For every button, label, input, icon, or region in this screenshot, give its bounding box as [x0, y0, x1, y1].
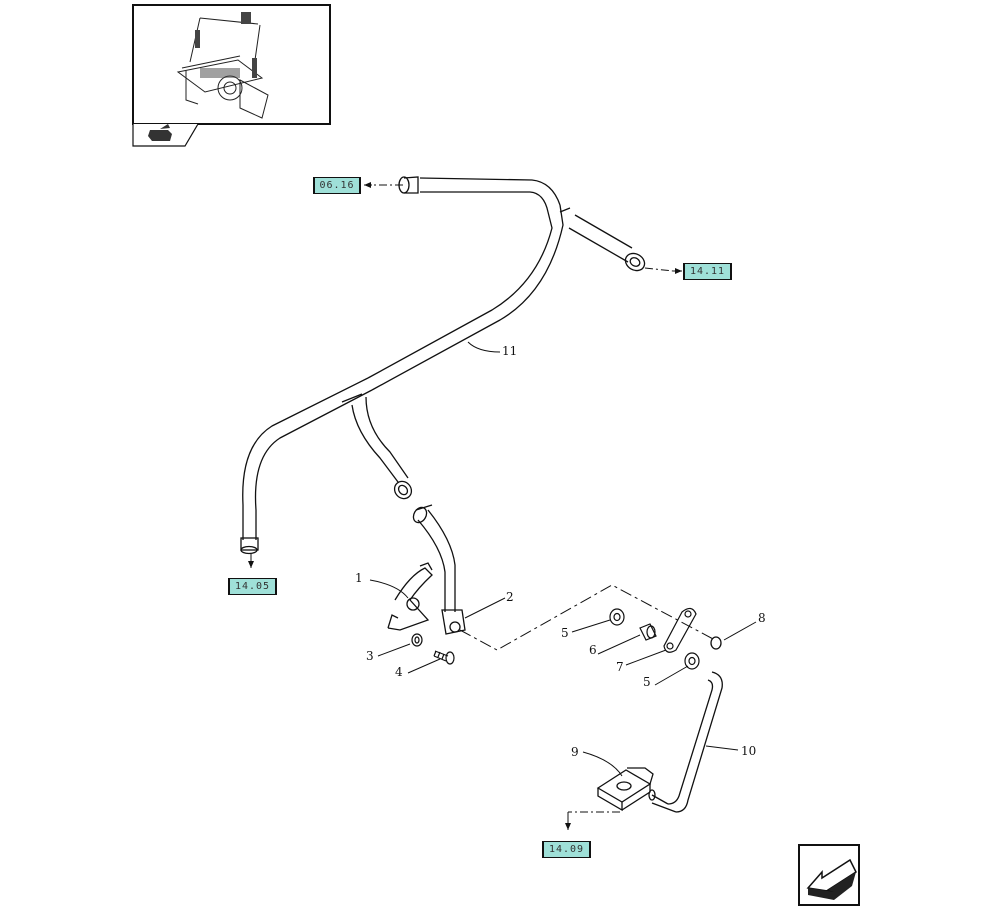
bracket-9 [596, 767, 656, 812]
callout-leaders [369, 341, 757, 777]
washer-5a [609, 608, 625, 626]
reference-14-09[interactable]: 14.09 [542, 841, 591, 858]
next-page-arrow-icon[interactable] [798, 844, 860, 906]
callout-5b: 5 [643, 675, 651, 689]
callout-11: 11 [502, 344, 518, 358]
o-ring-8 [710, 636, 722, 650]
reference-14-11[interactable]: 14.11 [683, 263, 732, 280]
tube-10 [651, 671, 723, 813]
reference-06-16[interactable]: 06.16 [313, 177, 361, 194]
reference-14-05[interactable]: 14.05 [228, 578, 277, 595]
callout-6: 6 [589, 643, 597, 657]
washer-3 [411, 633, 423, 647]
reference-leaders [248, 182, 716, 830]
spacer-6 [639, 623, 657, 641]
callout-8: 8 [758, 611, 766, 625]
callout-3: 3 [366, 649, 374, 663]
hose-assembly-11 [240, 176, 646, 555]
machine-thumbnail[interactable] [132, 4, 331, 125]
bracket-1 [387, 562, 433, 631]
hose-2 [412, 504, 466, 635]
previous-page-tab[interactable] [132, 123, 199, 147]
callout-9: 9 [571, 745, 579, 759]
link-7 [663, 607, 697, 653]
callout-4: 4 [395, 665, 403, 679]
washer-5b [684, 652, 700, 670]
screw-4 [433, 650, 455, 665]
callout-10: 10 [741, 744, 757, 758]
callout-5a: 5 [561, 626, 569, 640]
callout-7: 7 [616, 660, 624, 674]
callout-2: 2 [506, 590, 514, 604]
callout-1: 1 [355, 571, 363, 585]
